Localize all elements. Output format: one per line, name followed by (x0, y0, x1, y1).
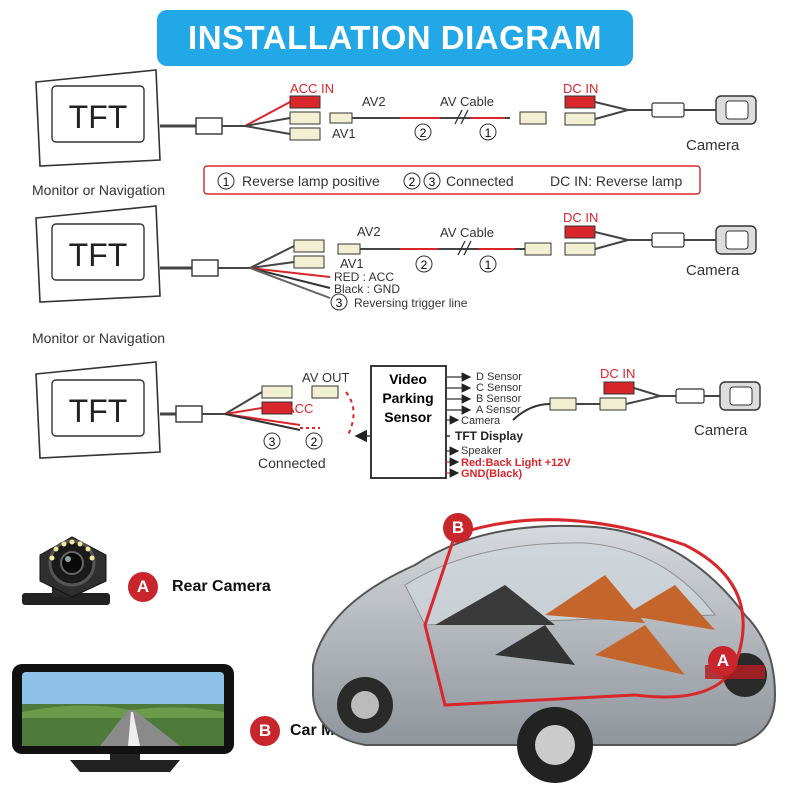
row1-camera-label: Camera (686, 137, 740, 154)
sensor-title-2: Parking (382, 390, 433, 406)
row3-monitor: TFT (35, 361, 161, 459)
row3-num-2: 2 (311, 435, 318, 449)
row1-monitor: TFT Monitor or Navigation (32, 69, 165, 198)
row2-tft-label: TFT (69, 237, 128, 273)
row2-av1-label: AV1 (340, 256, 364, 271)
row3-av-out-label: AV OUT (302, 370, 349, 385)
badge-a-car-letter: A (716, 651, 730, 670)
legend-connected: Connected (446, 173, 514, 189)
page-title: INSTALLATION DIAGRAM (188, 19, 602, 56)
row1-av2-label: AV2 (362, 94, 386, 109)
row2-num-2: 2 (421, 258, 428, 272)
b-sensor-label: B Sensor (476, 393, 522, 405)
row3-num-3: 3 (269, 435, 276, 449)
row3-tft-label: TFT (69, 393, 128, 429)
legend-dc-in: DC IN: Reverse lamp (550, 173, 682, 189)
badge-a-car: A (708, 646, 738, 676)
badge-b-car: B (443, 513, 473, 543)
row1-av-cable-label: AV Cable (440, 94, 494, 109)
row1-tft-label: TFT (69, 99, 128, 135)
row2-monitor-cable: AV2 AV1 RED : ACC Black : GND 3 Reversin… (160, 224, 468, 311)
row2-av-cable: AV Cable 2 1 (337, 225, 552, 273)
row1-monitor-label: Monitor or Navigation (32, 182, 165, 198)
row2-num-1: 1 (485, 258, 492, 272)
wiring-diagram: TFT Monitor or Navigation ACC IN AV1 AV2 (32, 69, 761, 480)
tft-display-label: TFT Display (455, 429, 523, 443)
row3-connected-label: Connected (258, 455, 326, 471)
badge-a-letter: A (136, 577, 150, 596)
row1-acc-in-label: ACC IN (290, 81, 334, 96)
row2-camera-label: Camera (686, 262, 740, 279)
back-light-label: Red:Back Light +12V (461, 457, 571, 469)
legend-reverse-lamp: Reverse lamp positive (242, 173, 380, 189)
camera-port-label: Camera (461, 415, 501, 427)
row3-dc-in-label: DC IN (600, 366, 635, 381)
row1-monitor-cable: ACC IN AV1 AV2 (160, 81, 386, 141)
row1-av1-label: AV1 (332, 126, 356, 141)
row2-trigger-label: Reversing trigger line (354, 296, 468, 310)
row2-camera-cable: DC IN Camera (563, 210, 757, 279)
row3-acc-label: ACC (286, 401, 313, 416)
title-banner: INSTALLATION DIAGRAM (157, 10, 633, 66)
row1-num-2: 2 (420, 126, 427, 140)
row1-dc-in-label: DC IN (563, 81, 598, 96)
row2-monitor-label: Monitor or Navigation (32, 330, 165, 346)
badge-b-car-letter: B (451, 518, 465, 537)
row1-legend-box: 1 Reverse lamp positive 2 3 Connected DC… (203, 165, 701, 195)
rear-camera-label: Rear Camera (172, 578, 271, 595)
row2-black-gnd-label: Black : GND (334, 282, 400, 296)
d-sensor-label: D Sensor (476, 371, 522, 383)
legend-num-2: 2 (409, 175, 416, 189)
row1-num-1: 1 (485, 126, 492, 140)
badge-b-letter: B (258, 721, 272, 740)
badge-b-legend: B (250, 716, 280, 746)
row1-av-cable: AV Cable 2 1 (329, 94, 547, 141)
badge-a-legend: A (128, 572, 158, 602)
parking-sensor-box: Video Parking Sensor D Sensor C Sensor B… (370, 365, 571, 480)
row3-camera-label: Camera (694, 422, 748, 439)
row2-av-cable-label: AV Cable (440, 225, 494, 240)
sensor-title-3: Sensor (384, 409, 432, 425)
gnd-black-label: GND(Black) (461, 468, 522, 480)
car-monitor-image (12, 664, 234, 772)
row3-monitor-cable: AV OUT ACC 3 2 Connected (160, 370, 450, 471)
a-sensor-label: A Sensor (476, 404, 521, 416)
legend-num-1: 1 (223, 175, 230, 189)
legend-num-3: 3 (429, 175, 436, 189)
row2-av2-label: AV2 (357, 224, 381, 239)
c-sensor-label: C Sensor (476, 382, 522, 394)
sensor-title-1: Video (389, 371, 427, 387)
row2-monitor: TFT Monitor or Navigation (32, 205, 165, 346)
row2-dc-in-label: DC IN (563, 210, 598, 225)
row1-camera-cable: DC IN Camera (563, 81, 757, 154)
rear-camera-image (22, 536, 110, 605)
row3-camera-cable: DC IN Camera (512, 366, 761, 439)
row2-num-3: 3 (336, 296, 343, 310)
speaker-label: Speaker (461, 445, 502, 457)
row2-red-acc-label: RED : ACC (334, 270, 394, 284)
